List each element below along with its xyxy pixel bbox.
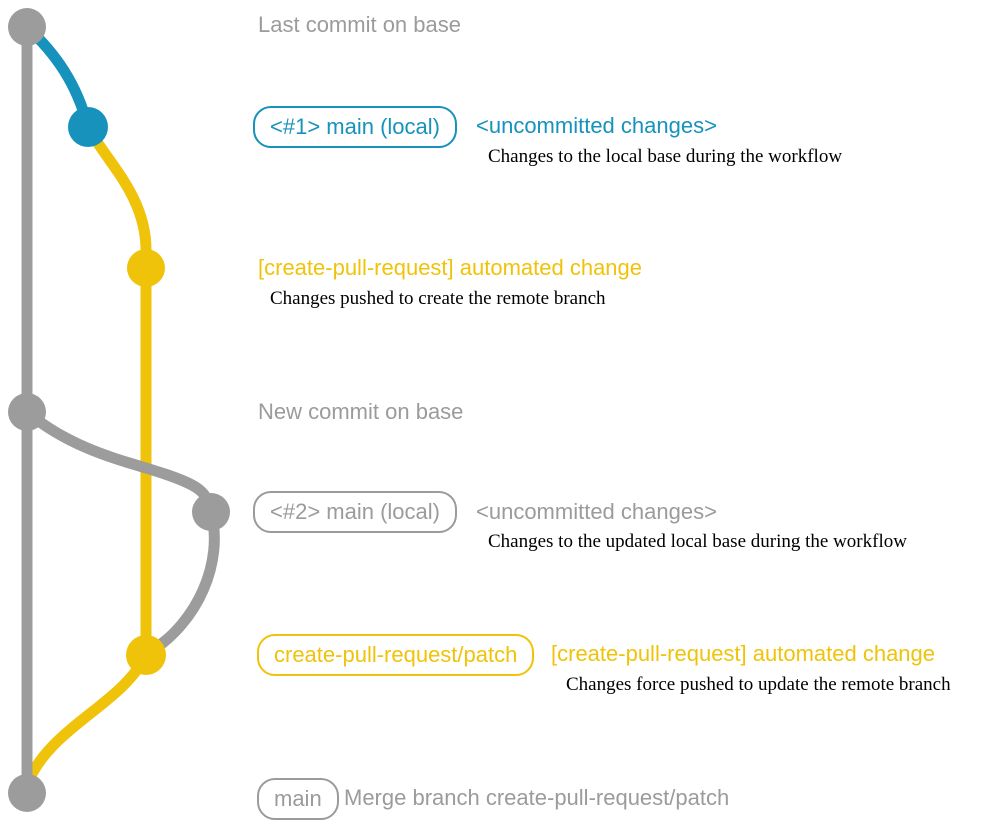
commit-dot-last-base bbox=[8, 8, 46, 46]
description-main2: Changes to the updated local base during… bbox=[488, 531, 907, 552]
annotation-pr1: [create-pull-request] automated change bbox=[258, 255, 643, 280]
annotation-main2: <uncommitted changes> bbox=[476, 499, 717, 524]
commit-dot-merge bbox=[8, 774, 46, 812]
local-main2-line bbox=[21, 406, 217, 518]
commit-dot-pr1 bbox=[127, 249, 165, 287]
new-commit-title: New commit on base bbox=[258, 399, 464, 424]
commit-dot-pr2 bbox=[126, 635, 166, 675]
branch-label-main-merge: main bbox=[257, 778, 339, 820]
commit-dot-main1 bbox=[68, 107, 108, 147]
description-pr2: Changes force pushed to update the remot… bbox=[566, 674, 951, 695]
local-main2-to-pr-curve bbox=[144, 506, 220, 658]
commit-dot-new-base bbox=[8, 393, 46, 431]
branch-label-pr-patch: create-pull-request/patch bbox=[257, 634, 535, 676]
branch-label-main2: <#2> main (local) bbox=[253, 491, 457, 533]
last-commit-title: Last commit on base bbox=[258, 12, 461, 37]
pr-branch-merge-curve bbox=[21, 649, 152, 791]
annotation-pr2: [create-pull-request] automated change bbox=[551, 641, 936, 666]
description-pr1: Changes pushed to create the remote bran… bbox=[270, 288, 606, 309]
merge-commit-message: Merge branch create-pull-request/patch bbox=[344, 785, 730, 810]
pr-branch-line bbox=[82, 121, 152, 661]
annotation-main1: <uncommitted changes> bbox=[476, 113, 717, 138]
description-main1: Changes to the local base during the wor… bbox=[488, 146, 843, 167]
commit-dot-main2 bbox=[192, 493, 230, 531]
branch-label-main1: <#1> main (local) bbox=[253, 106, 457, 148]
